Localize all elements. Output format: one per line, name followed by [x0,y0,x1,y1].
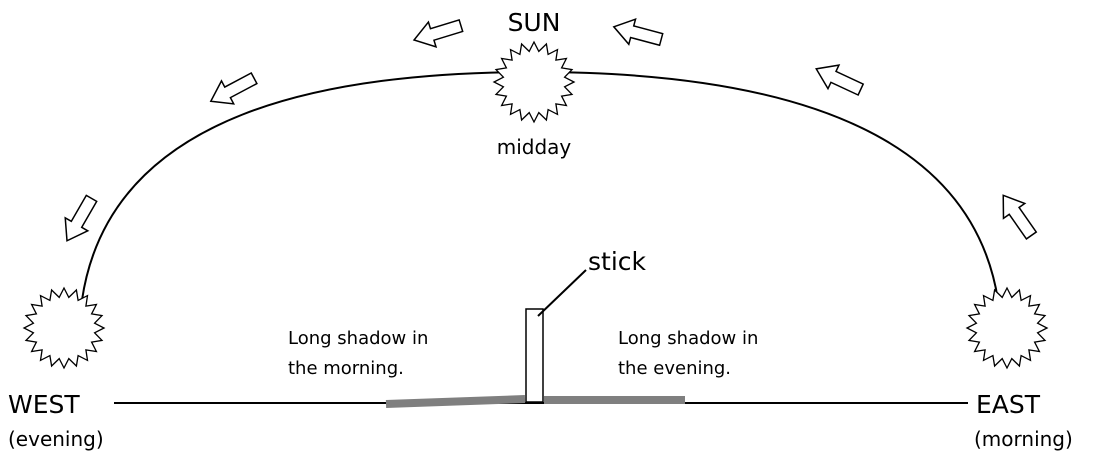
east-time-label: (morning) [974,427,1073,451]
west-label: WEST [8,390,80,419]
sun-east-icon [965,286,1049,370]
stick-label: stick [588,247,647,276]
arrow-icon [815,64,865,96]
arrow-icon [209,71,258,105]
sun-midday-icon [492,40,576,124]
shadow-morning-line1: Long shadow in [288,328,428,349]
sun-label: SUN [508,8,561,37]
arrow-icon [612,17,664,47]
midday-label: midday [497,135,572,159]
stick-pointer [537,269,587,317]
arrow-icon [412,19,464,49]
east-label: EAST [976,390,1041,419]
arrow-icon [64,194,98,242]
stick [525,308,544,403]
shadow-morning [385,395,526,408]
shadow-evening-line1: Long shadow in [618,328,758,349]
shadow-evening-line2: the evening. [618,358,731,379]
shadow-morning-line2: the morning. [288,358,404,379]
sun-west-icon [22,286,106,370]
arrow-icon [1002,194,1038,240]
west-time-label: (evening) [8,427,104,451]
